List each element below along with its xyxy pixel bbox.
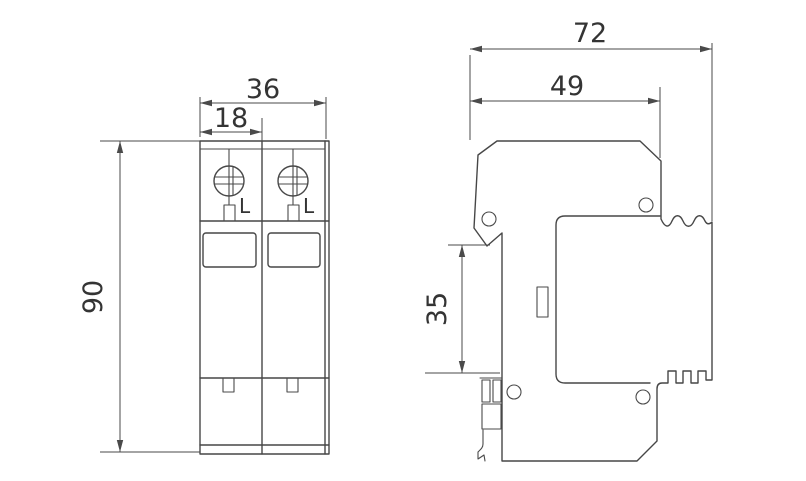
mounting-hole-bottom-left xyxy=(506,384,522,400)
screw-head-icon xyxy=(277,165,309,197)
side-view-outline xyxy=(473,140,713,462)
dim-front-module-width: 18 xyxy=(200,103,263,141)
mounting-hole-bottom-right xyxy=(635,389,651,405)
release-notch-left xyxy=(222,377,235,393)
dim-side-rail-section: 35 xyxy=(422,244,500,374)
screw-terminal-right xyxy=(277,148,309,222)
release-notch-right xyxy=(286,377,299,393)
dim-side-upper-depth: 49 xyxy=(470,71,661,158)
screw-terminal-left xyxy=(213,148,245,222)
indicator-window-right xyxy=(267,232,321,268)
plug-in-module-outline xyxy=(555,215,661,384)
front-view-outline xyxy=(199,140,330,455)
dim-value-35: 35 xyxy=(422,292,453,326)
dim-front-width: 36 xyxy=(199,74,327,139)
dim-value-90: 90 xyxy=(78,280,109,314)
module-latch xyxy=(536,286,549,318)
rail-clip-hook xyxy=(477,429,486,462)
front-right-flange xyxy=(324,140,330,455)
dim-value-49: 49 xyxy=(550,71,584,102)
din-rail-clip xyxy=(477,377,503,462)
dim-value-72: 72 xyxy=(573,18,607,49)
terminal-opening xyxy=(223,204,236,222)
mounting-hole-top-left xyxy=(481,211,497,227)
screw-head-icon xyxy=(213,165,245,197)
indicator-window-left xyxy=(202,232,257,268)
mounting-hole-top-right xyxy=(638,197,654,213)
dim-front-height: 90 xyxy=(78,140,200,453)
dim-value-36: 36 xyxy=(246,74,280,105)
terminal-opening xyxy=(287,204,300,222)
dim-side-total-depth: 72 xyxy=(469,18,713,221)
terminal-label-left: L xyxy=(239,194,251,218)
dim-value-18: 18 xyxy=(214,103,248,134)
side-view: 72 49 35 xyxy=(422,18,713,462)
terminal-label-right: L xyxy=(303,194,315,218)
front-view: L L 36 18 xyxy=(78,74,330,455)
